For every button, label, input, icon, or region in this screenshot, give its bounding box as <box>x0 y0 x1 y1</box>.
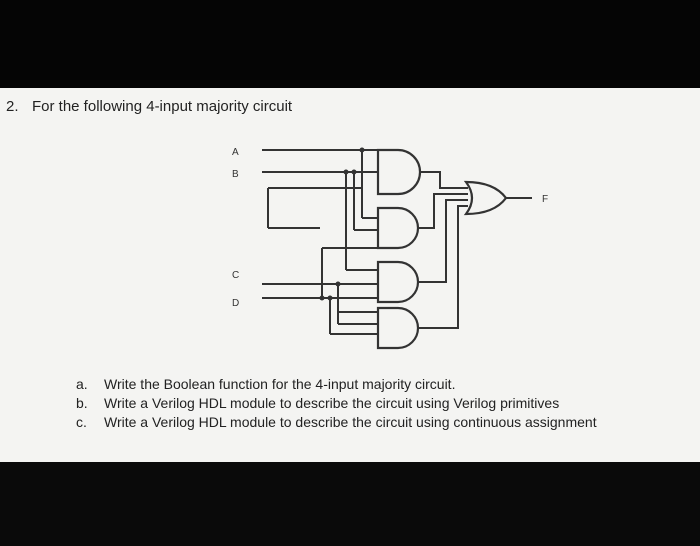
task-text: Write a Verilog HDL module to describe t… <box>104 395 560 411</box>
and-gate-1 <box>376 148 422 196</box>
input-label-a: A <box>232 147 239 158</box>
and-gate-4 <box>376 306 420 350</box>
output-label-f: F <box>542 194 548 205</box>
task-text: Write a Verilog HDL module to describe t… <box>104 414 597 430</box>
monitor-bezel <box>0 462 700 546</box>
input-label-d: D <box>232 298 239 309</box>
question-number: 2. <box>6 98 19 115</box>
question-text: For the following 4-input majority circu… <box>32 98 293 115</box>
and-gate-2 <box>376 206 420 250</box>
input-label-b: B <box>232 169 239 180</box>
task-text: Write the Boolean function for the 4-inp… <box>104 376 456 392</box>
task-letter: b. <box>76 395 88 411</box>
majority-circuit-diagram: A B C D F <box>232 147 548 350</box>
document-page: 2. For the following 4-input majority cir… <box>0 88 700 462</box>
task-list: a. Write the Boolean function for the 4-i… <box>76 375 597 432</box>
task-letter: a. <box>76 376 88 392</box>
input-label-c: C <box>232 270 239 281</box>
task-letter: c. <box>76 414 87 430</box>
question-heading: 2. For the following 4-input majority cir… <box>6 98 292 115</box>
task-item: b. Write a Verilog HDL module to describe… <box>76 394 597 413</box>
task-item: c. Write a Verilog HDL module to describe… <box>76 413 597 432</box>
and-gate-3 <box>376 260 420 304</box>
or-gate <box>463 180 508 216</box>
task-item: a. Write the Boolean function for the 4-i… <box>76 375 597 394</box>
